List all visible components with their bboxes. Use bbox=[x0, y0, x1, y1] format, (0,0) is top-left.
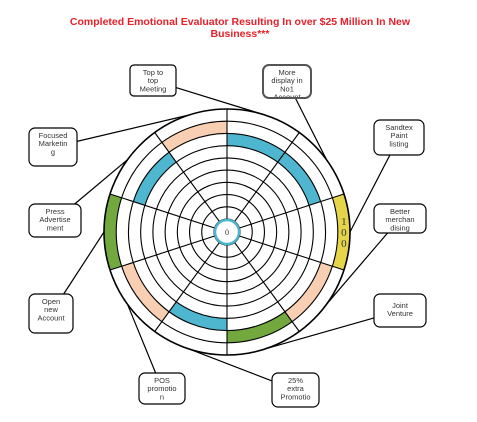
label-text: display in bbox=[271, 76, 302, 85]
spoke-line bbox=[234, 132, 300, 222]
segment-score-band bbox=[227, 311, 293, 343]
label-text: Venture bbox=[387, 309, 413, 318]
spoke-line bbox=[109, 193, 215, 229]
center-hub bbox=[213, 218, 241, 246]
spoke-line bbox=[239, 235, 345, 271]
segment-score-digit: 0 bbox=[341, 238, 347, 250]
label-box bbox=[129, 64, 177, 97]
label-text: 25% bbox=[288, 376, 303, 385]
diagram-title: Completed Emotional Evaluator Resulting … bbox=[69, 16, 411, 40]
label-text: new bbox=[44, 305, 58, 314]
center-value: 0 bbox=[225, 228, 229, 237]
label-box bbox=[138, 372, 186, 405]
connector-line bbox=[188, 348, 273, 382]
label-text: Top to bbox=[143, 68, 163, 77]
label-text: Promotio bbox=[280, 392, 310, 401]
segment-score-band bbox=[133, 152, 177, 206]
label-box bbox=[262, 64, 312, 99]
connector-line bbox=[294, 97, 328, 160]
label-text: merchan bbox=[385, 215, 414, 224]
label-text: listing bbox=[389, 139, 408, 148]
label-text: More bbox=[278, 68, 295, 77]
label-text: Open bbox=[42, 297, 60, 306]
label-text: top bbox=[148, 76, 158, 85]
connector-line bbox=[264, 317, 375, 350]
label-text: Account bbox=[37, 313, 65, 322]
label-box bbox=[373, 119, 425, 156]
label-box bbox=[28, 203, 82, 238]
segment-score-band bbox=[227, 133, 285, 163]
connector-line bbox=[349, 154, 391, 233]
label-text: POS bbox=[154, 376, 170, 385]
connector-line bbox=[175, 87, 266, 116]
connector-line bbox=[326, 232, 389, 305]
label-text: extra bbox=[287, 384, 305, 393]
label-text: Meeting bbox=[140, 84, 167, 93]
label-text: Joint bbox=[392, 301, 409, 310]
label-text: Sandtex bbox=[385, 123, 413, 132]
segment-score-band bbox=[284, 262, 333, 322]
label-text: ment bbox=[47, 223, 65, 232]
label-box bbox=[28, 293, 74, 334]
spoke-line bbox=[234, 242, 300, 332]
spoke-line bbox=[154, 132, 220, 222]
connector-line bbox=[63, 231, 105, 295]
spoke-line bbox=[239, 193, 345, 229]
connector-line bbox=[76, 114, 190, 142]
spoke-line bbox=[154, 242, 220, 332]
label-text: Account bbox=[273, 93, 301, 102]
label-box bbox=[28, 127, 78, 167]
segment-score-band bbox=[277, 152, 321, 206]
label-text: Marketin bbox=[39, 139, 68, 148]
label-text: dising bbox=[390, 223, 410, 232]
label-text: Better bbox=[390, 207, 411, 216]
label-text: Advertise bbox=[39, 215, 70, 224]
segment-score-digit: 1 bbox=[341, 216, 347, 228]
label-text: Focused bbox=[39, 131, 68, 140]
segment-score-band bbox=[103, 193, 122, 271]
label-box bbox=[271, 372, 320, 408]
segment-score-digit: 0 bbox=[341, 227, 347, 239]
segment-score-band bbox=[332, 193, 350, 271]
label-box bbox=[373, 203, 427, 234]
segment-score-band bbox=[161, 121, 227, 153]
connector-line bbox=[74, 159, 128, 205]
label-text: n bbox=[160, 392, 164, 401]
label-text: Paint bbox=[390, 131, 408, 140]
label-text: g bbox=[51, 147, 55, 156]
spoke-line bbox=[109, 235, 215, 271]
label-text: Press bbox=[45, 207, 64, 216]
segment-score-band bbox=[169, 301, 227, 331]
segment-score-band bbox=[121, 262, 170, 322]
connector-line bbox=[126, 304, 157, 374]
label-text: promotio bbox=[147, 384, 176, 393]
label-text: No1 bbox=[280, 84, 294, 93]
label-box bbox=[373, 293, 427, 328]
